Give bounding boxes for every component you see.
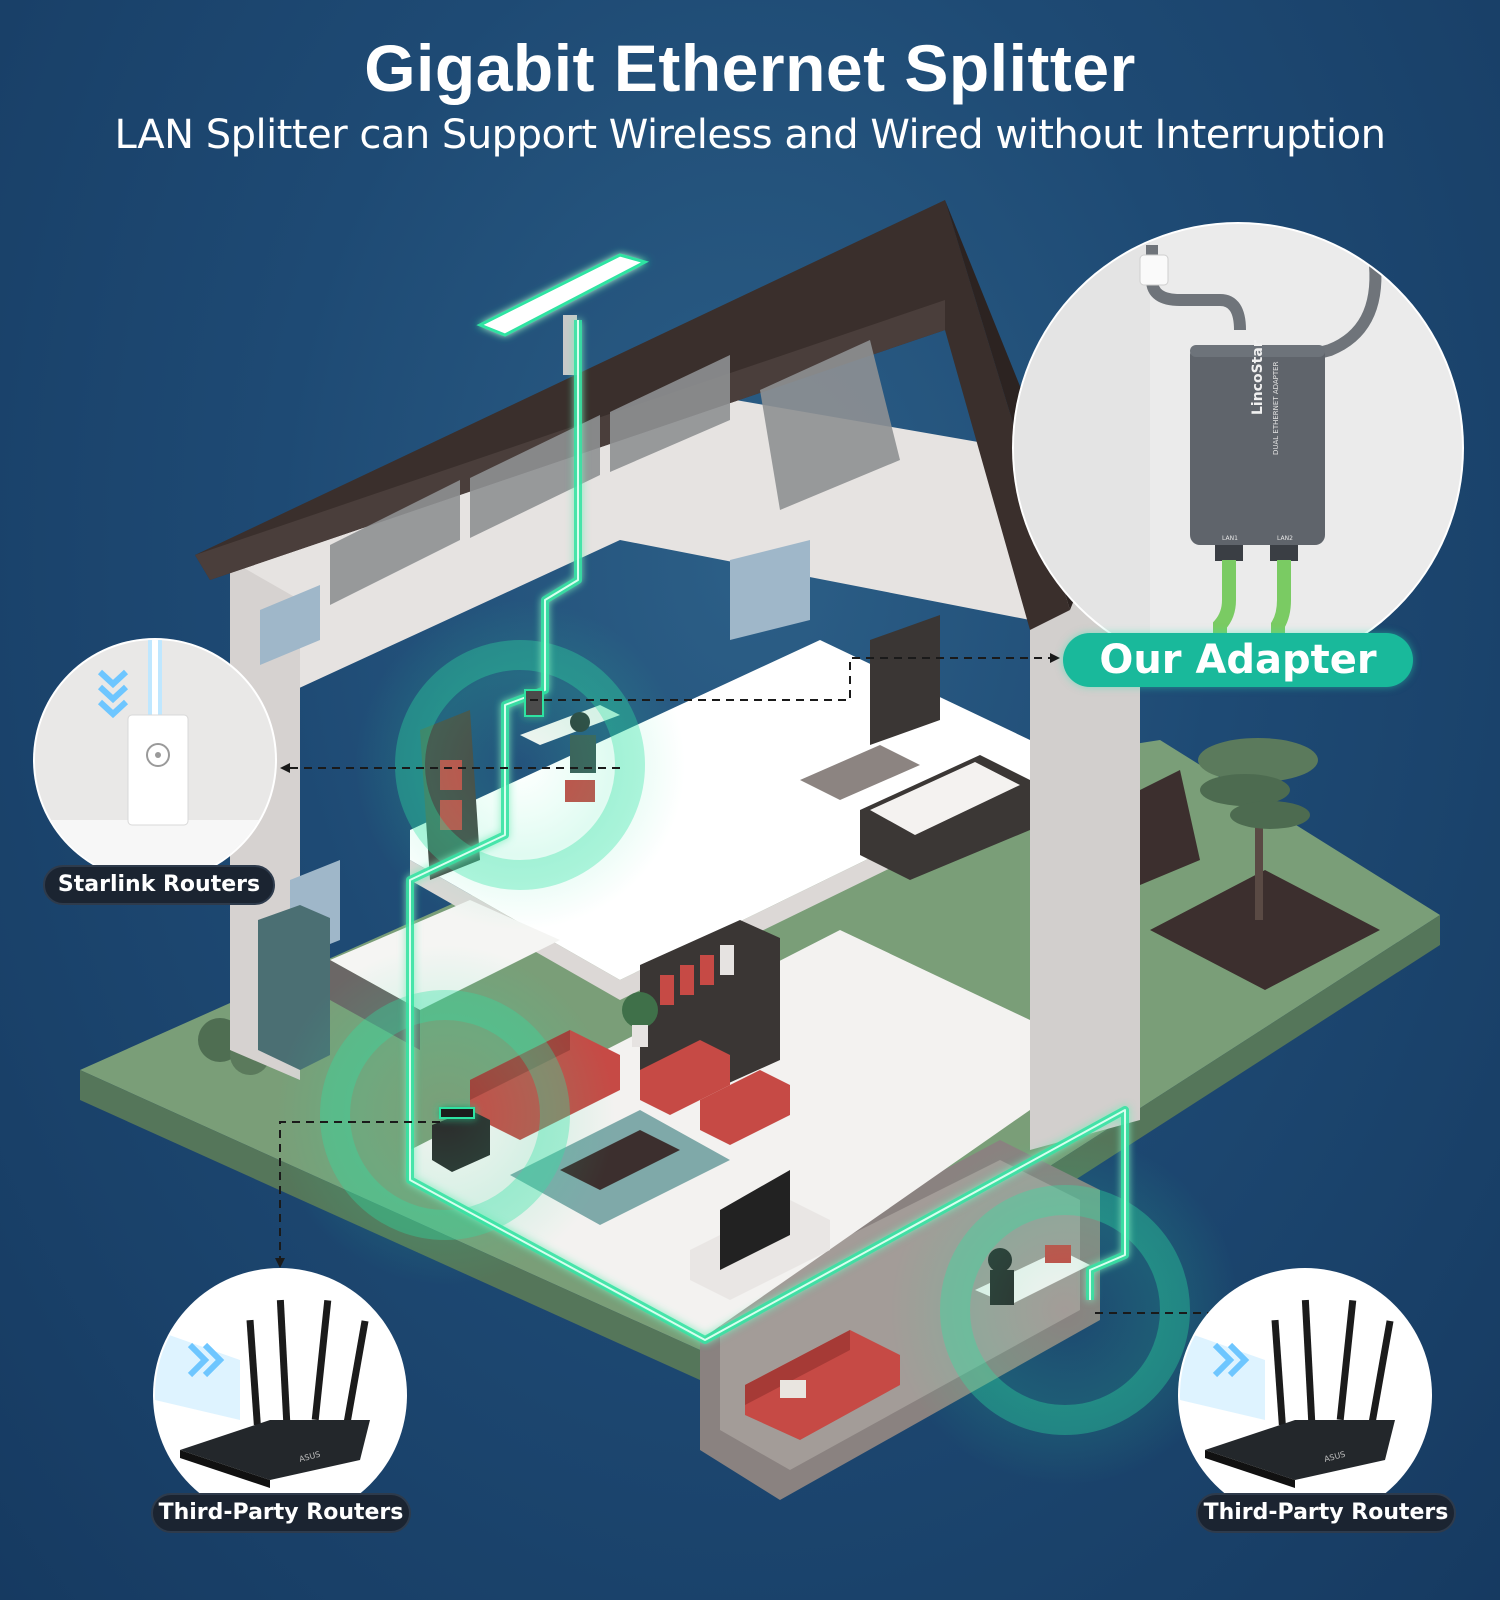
adapter-model-text: DUAL ETHERNET ADAPTER bbox=[1272, 361, 1280, 455]
pointer-lines bbox=[279, 657, 1222, 1314]
starlink-dish-icon bbox=[476, 253, 650, 375]
starlink-routers-label: Starlink Routers bbox=[43, 865, 275, 905]
third-party-router-left-closeup bbox=[153, 1268, 407, 1522]
third-party-router-right-closeup bbox=[1178, 1268, 1432, 1522]
starlink-router-closeup bbox=[33, 638, 277, 882]
adapter-port2-text: LAN2 bbox=[1277, 535, 1293, 542]
adapter-port1-text: LAN1 bbox=[1222, 535, 1238, 542]
adapter-brand-text: LincoStar bbox=[1250, 340, 1266, 415]
third-party-routers-label-right: Third-Party Routers bbox=[1196, 1493, 1456, 1533]
page-subtitle: LAN Splitter can Support Wireless and Wi… bbox=[114, 112, 1386, 158]
third-party-routers-label-left: Third-Party Routers bbox=[151, 1493, 411, 1533]
page-title: Gigabit Ethernet Splitter bbox=[364, 31, 1136, 105]
adapter-label: Our Adapter bbox=[1063, 633, 1413, 687]
ethernet-cable-path bbox=[406, 320, 1129, 1344]
